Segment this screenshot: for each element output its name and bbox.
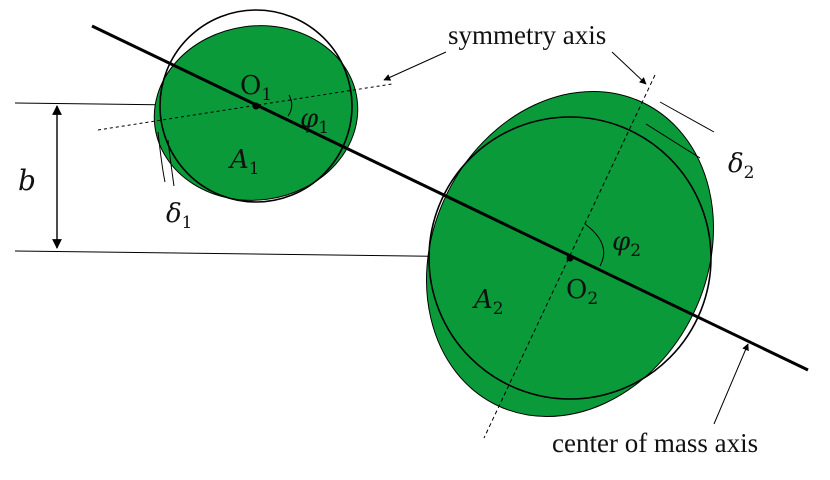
body-2-circle [428, 116, 712, 400]
center-of-mass-axis-line [91, 24, 809, 372]
body-1-symmetry-axis [97, 83, 393, 131]
delta2-label: δ2 [728, 149, 754, 183]
b-label: b [18, 164, 36, 197]
phi-1-angle-arc [287, 94, 293, 117]
body-1-green-ellipse [153, 25, 359, 201]
phi1-label: φ1 [300, 104, 329, 138]
body-1 [97, 9, 393, 203]
body-1-circle [159, 9, 353, 203]
symmetry-axis-label: symmetry axis [448, 20, 606, 50]
symmetry-axis-pointer-1 [383, 51, 447, 81]
center-of-mass-pointer [713, 343, 749, 425]
a2-label: A2 [472, 285, 504, 319]
body-2-symmetry-axis [483, 74, 656, 439]
symmetry-axis-pointer-2 [611, 51, 647, 85]
delta-2-indicator [645, 101, 715, 159]
o2-label: O2 [566, 275, 598, 309]
center-of-mass-axis-label: center of mass axis [552, 428, 758, 458]
delta-1-indicator [157, 131, 175, 187]
o1-label: O1 [240, 71, 272, 105]
delta1-label: δ1 [166, 199, 192, 233]
a1-label: A1 [228, 145, 260, 179]
phi2-label: φ2 [612, 227, 641, 261]
phi-2-angle-arc [584, 223, 605, 267]
